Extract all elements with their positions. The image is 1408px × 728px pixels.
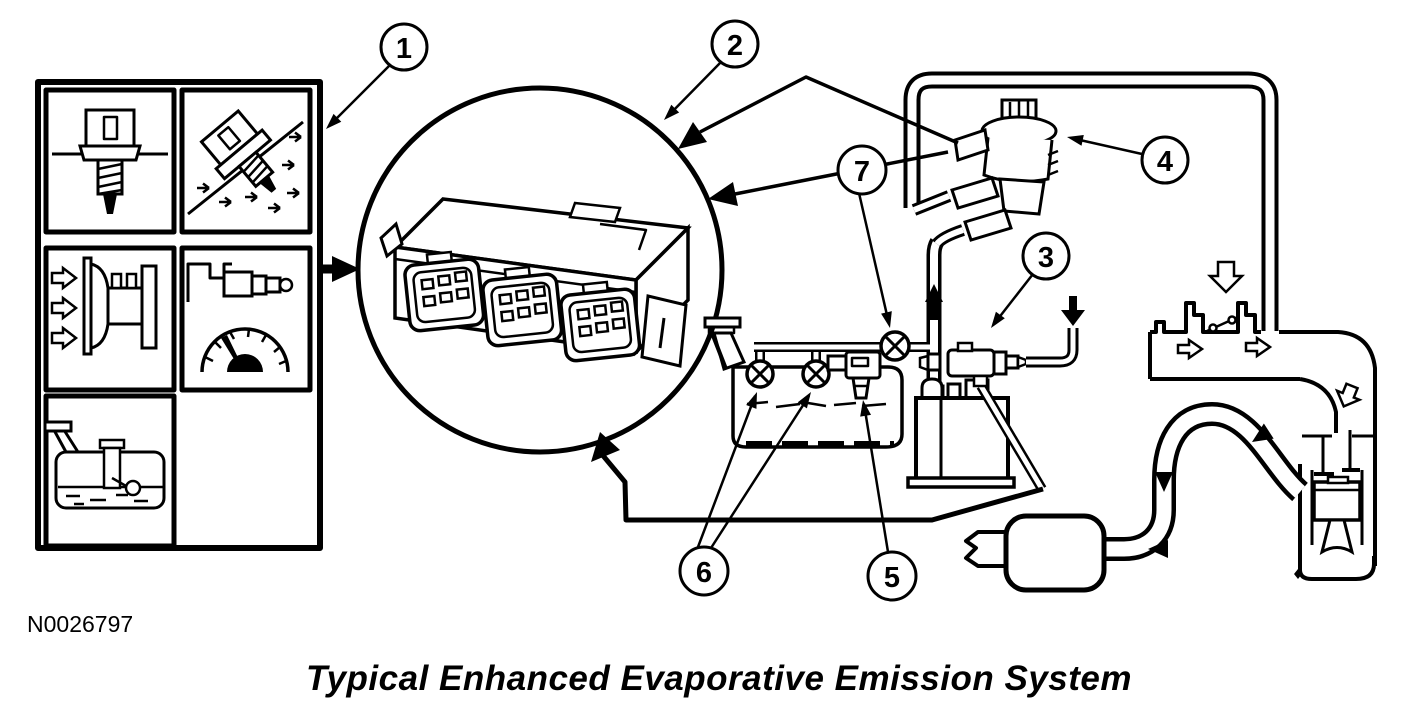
callout-4: 4 — [1067, 134, 1190, 185]
fuel-tank-pressure-sensor — [826, 350, 882, 400]
callout-6: 6 — [678, 392, 811, 597]
exhaust-system — [964, 402, 1309, 593]
panel-to-pcm-arrow — [321, 256, 360, 282]
vapor-flow-up-arrow — [925, 284, 943, 320]
callout-3: 3 — [991, 231, 1071, 328]
callout-2: 2 — [664, 19, 760, 120]
oil-pan — [1298, 556, 1376, 581]
purge-valve-port-2 — [963, 208, 1013, 242]
callout-4-label: 4 — [1157, 146, 1173, 178]
callout-7: 7 — [836, 144, 892, 328]
fuel-tank-assembly — [703, 316, 930, 449]
canister-cap-dome — [920, 377, 944, 398]
tailpipe — [964, 530, 1006, 568]
callout-6-label: 6 — [696, 557, 712, 589]
pcm-connector-2 — [481, 265, 564, 348]
fuel-level-sensor-icon — [43, 393, 177, 549]
figure-number: N0026797 — [27, 611, 133, 637]
callout-6-arrowhead-1 — [746, 392, 757, 409]
pressure-switch-gauge-icon — [179, 245, 313, 393]
canister-to-purge-pipe — [911, 190, 965, 392]
purge-valve-port-1 — [950, 176, 1000, 210]
pcm-module — [379, 197, 692, 368]
callout-7-arrowhead — [881, 311, 892, 328]
callout-4-arrowhead — [1067, 134, 1084, 146]
vapor-vent-valve-2 — [801, 359, 831, 389]
callout-2-label: 2 — [727, 30, 743, 62]
airflow-arrows — [197, 131, 302, 214]
legend-panel-border — [35, 79, 323, 551]
fuel-filler-cap — [703, 316, 742, 329]
valve-stems — [1321, 430, 1352, 472]
fresh-air-down-arrow — [1061, 296, 1085, 326]
callout-1-arrowhead — [326, 113, 342, 129]
gauge-icon — [200, 327, 290, 373]
intake-manifold — [1148, 260, 1377, 566]
exhaust-flow-arrow-1 — [1252, 423, 1274, 442]
pcm-mount-bracket-right — [640, 294, 688, 368]
fresh-air-vent-pipe — [1026, 296, 1085, 368]
canister-vent-solenoid — [918, 296, 1085, 492]
vapor-vent-valve-3 — [879, 330, 911, 362]
exhaust-flow-arrow-2 — [1155, 472, 1173, 492]
callout-3-arrowhead — [991, 311, 1005, 328]
airflow-down-arrow-runner — [1334, 382, 1363, 409]
callout-5-label: 5 — [884, 562, 900, 594]
callout-5: 5 — [860, 400, 918, 602]
purge-valve — [950, 98, 1059, 242]
pcm-mount-tab-left — [379, 221, 404, 259]
callout-3-label: 3 — [1038, 242, 1054, 274]
callout-7-label: 7 — [854, 156, 870, 188]
figure-caption: Typical Enhanced Evaporative Emission Sy… — [306, 659, 1132, 698]
underbody-line — [598, 450, 1044, 523]
air-temp-sensor-icon — [179, 87, 313, 235]
purge-to-intake-pipe — [903, 71, 1279, 331]
airflow-right-arrow-2 — [1244, 335, 1273, 359]
engine-cylinder — [1294, 430, 1376, 581]
evap-canister — [906, 377, 1016, 489]
callout-2-arrowhead — [664, 104, 680, 120]
piston — [1312, 480, 1362, 522]
map-sensor-icon — [43, 245, 177, 393]
valve-heads — [1314, 468, 1360, 476]
canister-cap-small — [946, 382, 962, 400]
callout-1: 1 — [326, 22, 429, 129]
pcm-signal-arrows — [591, 75, 959, 462]
intake-air-down-arrow — [1206, 260, 1246, 294]
muffler — [1003, 513, 1107, 593]
signal-arrow-upper — [678, 122, 707, 149]
connecting-rod — [1319, 518, 1355, 556]
sensor-legend-panel — [35, 79, 323, 551]
canister-base — [906, 476, 1016, 489]
coolant-temp-sensor-icon — [43, 87, 177, 235]
fuel-level-line — [746, 400, 887, 409]
signal-arrow-mid — [708, 182, 738, 206]
signal-arrow-lower — [591, 432, 620, 462]
vapor-vent-valve-1 — [745, 359, 775, 389]
pcm — [355, 85, 725, 455]
airflow-right-arrow-1 — [1176, 337, 1205, 361]
callout-5-arrowhead — [860, 400, 872, 417]
purge-valve-body — [982, 137, 1054, 184]
callout-6-arrowhead-2 — [797, 392, 811, 409]
exhaust-flow-arrow-3 — [1148, 540, 1168, 558]
pcm-connector-1 — [403, 250, 486, 333]
callout-1-label: 1 — [396, 33, 412, 65]
pcm-connector-3 — [559, 280, 642, 363]
